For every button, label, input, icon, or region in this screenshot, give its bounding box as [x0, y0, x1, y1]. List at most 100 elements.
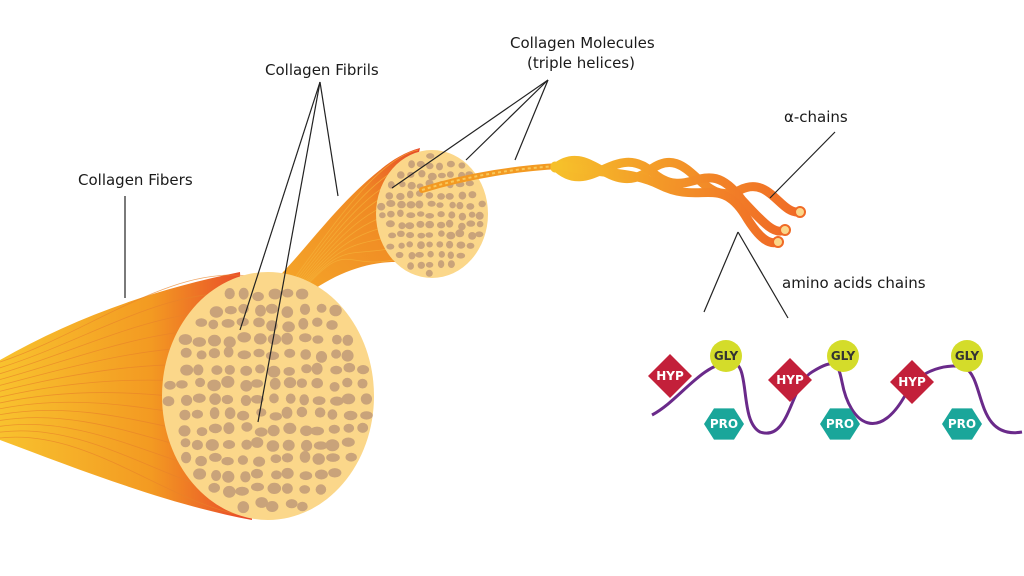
fibril-dot — [342, 334, 354, 346]
fibril-dot — [281, 406, 293, 419]
fibril-dot — [222, 470, 235, 483]
fibril-dot — [297, 501, 308, 512]
fibril-dot — [427, 172, 437, 181]
hyp-label: HYP — [898, 375, 926, 389]
fibril-dot — [360, 411, 373, 420]
fibril-dot — [478, 200, 486, 208]
fibril-dot — [255, 364, 266, 374]
gly-residue: GLY — [710, 340, 742, 372]
fibril-dot — [377, 202, 386, 211]
fibril-dot — [240, 395, 252, 406]
fibril-dot — [312, 317, 323, 327]
fibril-dot — [237, 455, 248, 465]
fibril-dot — [396, 192, 405, 201]
fibril-dot — [343, 362, 356, 373]
fibril-dot — [250, 379, 264, 388]
fibril-dot — [329, 382, 340, 392]
fibril-dot — [345, 452, 357, 462]
fibril-dot — [427, 200, 436, 207]
fibril-dot — [447, 251, 454, 259]
fibril-dot — [458, 222, 466, 231]
fibril-dot — [329, 304, 342, 317]
fibril-dot — [281, 453, 294, 463]
fibril-dot — [195, 377, 206, 388]
gly-residue: GLY — [827, 340, 859, 372]
fibril-dot — [180, 364, 194, 376]
fibril-dot — [178, 425, 191, 437]
hyp-residue: HYP — [890, 360, 934, 404]
fibril-dot — [436, 241, 444, 248]
fibril-dot — [208, 482, 220, 493]
hyp-label: HYP — [656, 369, 684, 383]
hyp-residue: HYP — [768, 358, 812, 402]
fibril-dot — [316, 303, 327, 313]
fibril-dot — [181, 451, 192, 464]
fibril-dot — [438, 230, 445, 237]
fibril-dot — [237, 350, 251, 360]
gly-residue: GLY — [951, 340, 983, 372]
fibril-dot — [417, 261, 425, 269]
fibril-dot — [235, 486, 249, 496]
fibril-dot — [437, 211, 445, 218]
fibril-dot — [180, 347, 192, 358]
fibril-dot — [427, 250, 434, 258]
fibril-dot — [406, 212, 416, 219]
fibril-dot — [437, 172, 446, 179]
fibril-dot — [408, 252, 416, 260]
fibril-dot — [395, 251, 404, 259]
leader-lines — [124, 79, 836, 423]
fibril-dot — [446, 171, 454, 178]
fibril-dot — [281, 467, 294, 479]
fibril-dot — [436, 202, 444, 208]
fibril-dot — [386, 243, 395, 250]
fibril-dot — [326, 453, 340, 462]
fibril-dot — [418, 170, 426, 178]
fibril-dot — [299, 471, 313, 481]
label-triple-helices: (triple helices) — [527, 54, 635, 72]
fibril-dot — [343, 423, 355, 433]
fibril-dot — [178, 334, 193, 345]
fibril-dot — [299, 303, 311, 315]
fibril-dot — [208, 334, 221, 347]
fibril-dot — [209, 452, 222, 462]
fibril-dot — [285, 393, 296, 404]
triple-helix — [550, 155, 806, 248]
fibril-dot — [282, 483, 293, 494]
fibril-dot — [315, 351, 328, 363]
fibril-dot — [221, 457, 234, 466]
fibril-dot — [224, 365, 235, 375]
fibril-dot — [195, 455, 207, 467]
fibril-dot — [437, 221, 446, 229]
fibril-dot — [269, 377, 281, 390]
fibril-dot — [328, 424, 340, 434]
fibril-dot — [446, 231, 456, 240]
fibril-dot — [266, 501, 279, 512]
fibril-dot — [343, 410, 358, 421]
fibril-dot — [284, 348, 296, 358]
fibril-dot — [253, 333, 267, 345]
fibril-dot — [456, 201, 464, 210]
fibril-dot — [211, 470, 222, 481]
fibril-dot — [251, 437, 264, 448]
fibril-dot — [326, 320, 338, 330]
fibril-dot — [253, 348, 265, 358]
fibril-dot — [299, 485, 311, 494]
fibril-dot — [417, 211, 425, 217]
fibril-dot — [283, 367, 295, 376]
fibril-dot — [181, 394, 193, 406]
gly-label: GLY — [955, 349, 980, 363]
fibril-dot — [325, 439, 340, 452]
fibril-dot — [265, 351, 280, 361]
fibril-dot — [388, 232, 397, 239]
fibril-dot — [253, 456, 266, 467]
fibril-dot — [251, 482, 264, 492]
fibril-dot — [328, 468, 342, 478]
fibril-dot — [405, 222, 415, 230]
fibril-dot — [399, 181, 406, 188]
fibril-dot — [266, 440, 280, 452]
fibril-dot — [357, 365, 370, 375]
fibril-dot — [341, 437, 355, 447]
alpha-chain-end — [772, 236, 784, 248]
fibril-dot — [222, 440, 236, 449]
fibril-dot — [436, 162, 443, 171]
